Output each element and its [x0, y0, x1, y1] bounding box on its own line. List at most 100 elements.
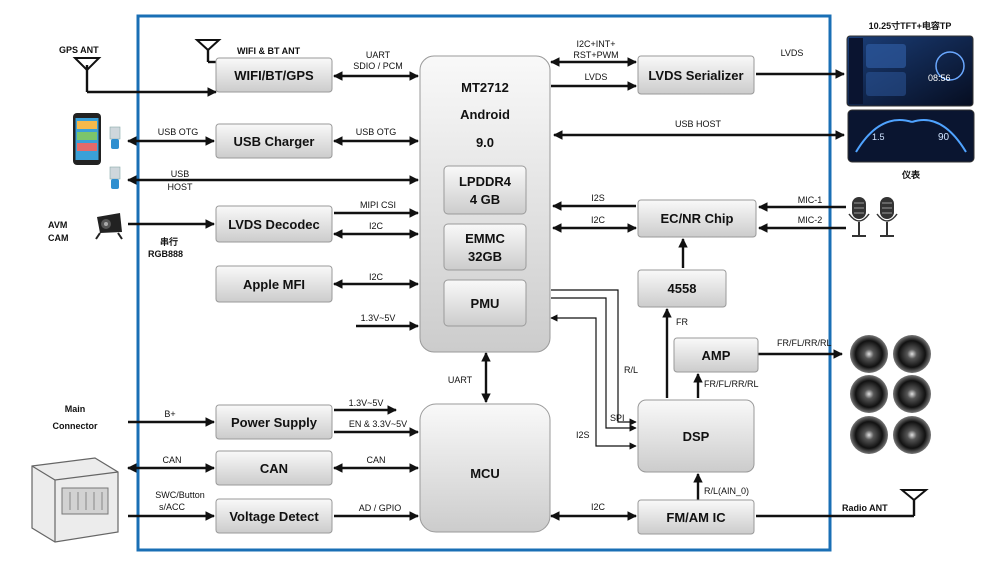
emmc-block: [443, 223, 527, 271]
cluster-left-value: 1.5: [872, 132, 885, 142]
uart-label: UART: [366, 50, 391, 60]
can-left-label: CAN: [162, 455, 181, 465]
amp-label: AMP: [702, 348, 731, 363]
lpddr4-block: [443, 165, 527, 215]
i2s-dsp-label: I2S: [576, 430, 590, 440]
mcu-label: MCU: [470, 466, 500, 481]
speaker-icon: [893, 416, 931, 454]
ad-gpio-label: AD / GPIO: [359, 503, 402, 513]
mic2-label: MIC-2: [798, 215, 823, 225]
speaker-icon: [893, 375, 931, 413]
wifi-label: WIFI/BT/GPS: [234, 68, 314, 83]
usb-otg-left-label: USB OTG: [158, 127, 199, 137]
usb-charger-block: [215, 123, 333, 159]
gps-ant-label: GPS ANT: [59, 45, 99, 55]
can-mid-label: CAN: [366, 455, 385, 465]
rl-to-dsp-line: [551, 289, 637, 426]
main-connector-label-1: Main: [65, 404, 86, 414]
bplus-label: B+: [164, 409, 175, 419]
i2s-to-dsp-line: [550, 314, 637, 450]
avm-label: AVM: [48, 220, 67, 230]
fr-label: FR: [676, 317, 688, 327]
radio-antenna-icon: [899, 489, 929, 502]
speaker-icon: [850, 335, 888, 373]
main-connector-label-2: Connector: [53, 421, 98, 431]
i2c-fm-label: I2C: [591, 502, 606, 512]
ecnr-block: [637, 199, 757, 238]
voltage-detect-block: [215, 498, 333, 534]
pmu-block: [443, 279, 527, 327]
wifi-ant-label: WIFI & BT ANT: [237, 46, 301, 56]
display-screen-icon: 08:56: [846, 35, 974, 107]
swc-label-1: SWC/Button: [155, 490, 205, 500]
i2c-mfi-label: I2C: [369, 272, 384, 282]
lvds-decoder-block: [215, 205, 333, 243]
display-title-label: 10.25寸TFT+电容TP: [869, 20, 952, 31]
usb-host-left-label-2: HOST: [167, 182, 193, 192]
soc-title-2: Android: [460, 107, 510, 122]
radio-ant-label: Radio ANT: [842, 503, 888, 513]
amp-block: [673, 337, 759, 373]
i2c-decoder-label: I2C: [369, 221, 384, 231]
usb-plug-icon: [109, 126, 121, 149]
display-time-text: 08:56: [928, 73, 951, 83]
pmu-input-label: 1.3V~5V: [361, 313, 396, 323]
apple-mfi-block: [215, 265, 333, 303]
uart-mcu-label: UART: [448, 375, 473, 385]
ps-out-label-2: EN & 3.3V~5V: [349, 419, 407, 429]
fmam-label: FM/AM IC: [666, 510, 726, 525]
gps-antenna-icon: [72, 57, 102, 72]
instrument-cluster-icon: 1.5 90: [847, 109, 975, 163]
opamp-4558-label: 4558: [668, 281, 697, 296]
mipi-csi-label: MIPI CSI: [360, 200, 396, 210]
lvds-mid-label: LVDS: [585, 72, 608, 82]
rl-ain-label: R/L(AIN_0): [704, 486, 749, 496]
spi-label: SPI: [610, 413, 625, 423]
serial-label: 串行: [160, 236, 178, 247]
voltage-detect-label: Voltage Detect: [229, 509, 319, 524]
microphone-icon: [848, 197, 870, 237]
fmam-block: [637, 499, 755, 535]
usb-host-left-label-1: USB: [171, 169, 190, 179]
i2s-ecnr-label: I2S: [591, 193, 605, 203]
speaker-icon: [850, 375, 888, 413]
i2c-int-label-1: I2C+INT+: [576, 39, 615, 49]
can-label: CAN: [260, 461, 288, 476]
i2c-ecnr-label: I2C: [591, 215, 606, 225]
emmc-label-1: EMMC: [465, 231, 505, 246]
dsp-block: [637, 399, 755, 473]
i2c-int-label-2: RST+PWM: [573, 50, 618, 60]
pmu-label: PMU: [471, 296, 500, 311]
soc-title-1: MT2712: [461, 80, 509, 95]
amp-out-label: FR/FL/RR/RL: [777, 338, 832, 348]
rgb888-label: RGB888: [148, 249, 183, 259]
lvds-decoder-label: LVDS Decodec: [228, 217, 320, 232]
power-supply-label: Power Supply: [231, 415, 318, 430]
ps-out-label-1: 1.3V~5V: [349, 398, 384, 408]
emmc-label-2: 32GB: [468, 249, 502, 264]
soc-title-3: 9.0: [476, 135, 494, 150]
rl-label: R/L: [624, 365, 638, 375]
apple-mfi-label: Apple MFI: [243, 277, 305, 292]
swc-label-2: s/ACC: [159, 502, 186, 512]
smartphone-icon: [73, 113, 101, 165]
wifi-block: [215, 57, 333, 93]
usb-host-right-label: USB HOST: [675, 119, 722, 129]
lvds-serializer-block: [637, 55, 755, 95]
lpddr4-label-1: LPDDR4: [459, 174, 512, 189]
microphone-icon: [876, 197, 898, 237]
can-block: [215, 450, 333, 486]
cluster-label: 仪表: [901, 169, 921, 180]
ecnr-label: EC/NR Chip: [661, 211, 734, 226]
lpddr4-label-2: 4 GB: [470, 192, 500, 207]
lvds-right-label: LVDS: [781, 48, 804, 58]
board-frame: [136, 14, 832, 552]
dsp-label: DSP: [683, 429, 710, 444]
speaker-icon: [850, 416, 888, 454]
main-connector-icon: [31, 457, 119, 543]
lvds-serializer-label: LVDS Serializer: [648, 68, 743, 83]
mic1-label: MIC-1: [798, 195, 823, 205]
avm-camera-icon: [95, 213, 123, 240]
cam-label: CAM: [48, 233, 69, 243]
